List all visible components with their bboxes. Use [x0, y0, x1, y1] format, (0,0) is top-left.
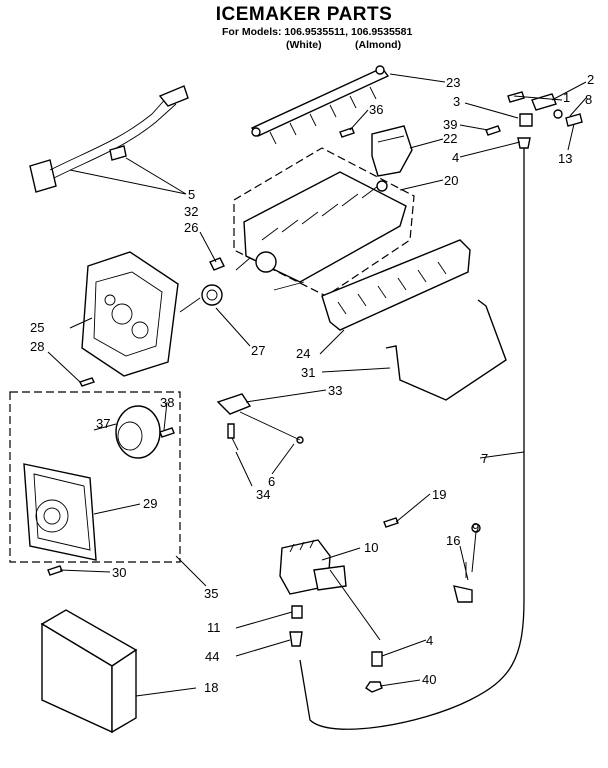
- callout-28: 28: [30, 339, 44, 354]
- callout-10: 10: [364, 540, 378, 555]
- callout-26: 26: [184, 220, 198, 235]
- callout-32: 32: [184, 204, 198, 219]
- callout-25: 25: [30, 320, 44, 335]
- model-color-almond: (Almond): [355, 39, 402, 51]
- callout-40: 40: [422, 672, 436, 687]
- motor-group-outline: [9, 391, 181, 563]
- callout-18: 18: [204, 680, 218, 695]
- callout-7: 7: [481, 451, 488, 466]
- mounting-plate: [23, 463, 97, 561]
- callout-22: 22: [443, 131, 457, 146]
- callout-37: 37: [96, 416, 110, 431]
- compression-nut: [291, 605, 303, 619]
- callout-4-upper: 4: [452, 150, 459, 165]
- water-valve: [279, 539, 347, 595]
- stripper: [321, 239, 471, 331]
- ejector-blade: [250, 65, 390, 145]
- leader-lines: [47, 73, 587, 697]
- callout-30: 30: [112, 565, 126, 580]
- callout-1: 1: [563, 90, 570, 105]
- callout-5: 5: [188, 187, 195, 202]
- cord-plug: [179, 284, 223, 313]
- nut-40: [365, 681, 383, 693]
- water-tube: [299, 148, 525, 730]
- callout-3: 3: [453, 94, 460, 109]
- callout-24: 24: [296, 346, 310, 361]
- insert: [289, 631, 303, 647]
- screw-38: [159, 427, 175, 438]
- callout-20: 20: [444, 173, 458, 188]
- drive-motor: [115, 405, 161, 459]
- callout-19: 19: [432, 487, 446, 502]
- screw-19: [383, 517, 399, 528]
- callout-35: 35: [204, 586, 218, 601]
- callout-33: 33: [328, 383, 342, 398]
- callout-27: 27: [251, 343, 265, 358]
- wire-harness: [29, 85, 189, 193]
- callout-9: 9: [472, 520, 479, 535]
- callout-44: 44: [205, 649, 219, 664]
- callout-6: 6: [268, 474, 275, 489]
- callout-16: 16: [446, 533, 460, 548]
- screw-36: [339, 127, 355, 138]
- clamp-16: [453, 585, 473, 603]
- motor-housing: [81, 251, 179, 377]
- page-title: ICEMAKER PARTS: [215, 4, 393, 25]
- shutoff-arm: [385, 299, 507, 401]
- inlet-fittings: [485, 91, 583, 149]
- screw-26: [209, 257, 225, 271]
- filter-cover: [40, 609, 138, 734]
- callout-36: 36: [369, 102, 383, 117]
- callout-8: 8: [585, 92, 592, 107]
- model-color-white: (White): [286, 39, 322, 51]
- callout-13: 13: [558, 151, 572, 166]
- clip-lower: [371, 651, 383, 667]
- fill-cup: [371, 125, 413, 177]
- callout-31: 31: [301, 365, 315, 380]
- callout-2: 2: [587, 72, 594, 87]
- callout-23: 23: [446, 75, 460, 90]
- screw-30: [47, 565, 63, 576]
- callout-39: 39: [443, 117, 457, 132]
- callout-38: 38: [160, 395, 174, 410]
- ice-mold: [233, 147, 415, 297]
- screw-28: [79, 377, 95, 387]
- callout-29: 29: [143, 496, 157, 511]
- callout-4-lower: 4: [426, 633, 433, 648]
- models-line: For Models: 106.9535511, 106.9535581: [222, 26, 413, 38]
- callout-34: 34: [256, 487, 270, 502]
- callout-11: 11: [207, 620, 221, 635]
- switch-bracket: [216, 393, 304, 451]
